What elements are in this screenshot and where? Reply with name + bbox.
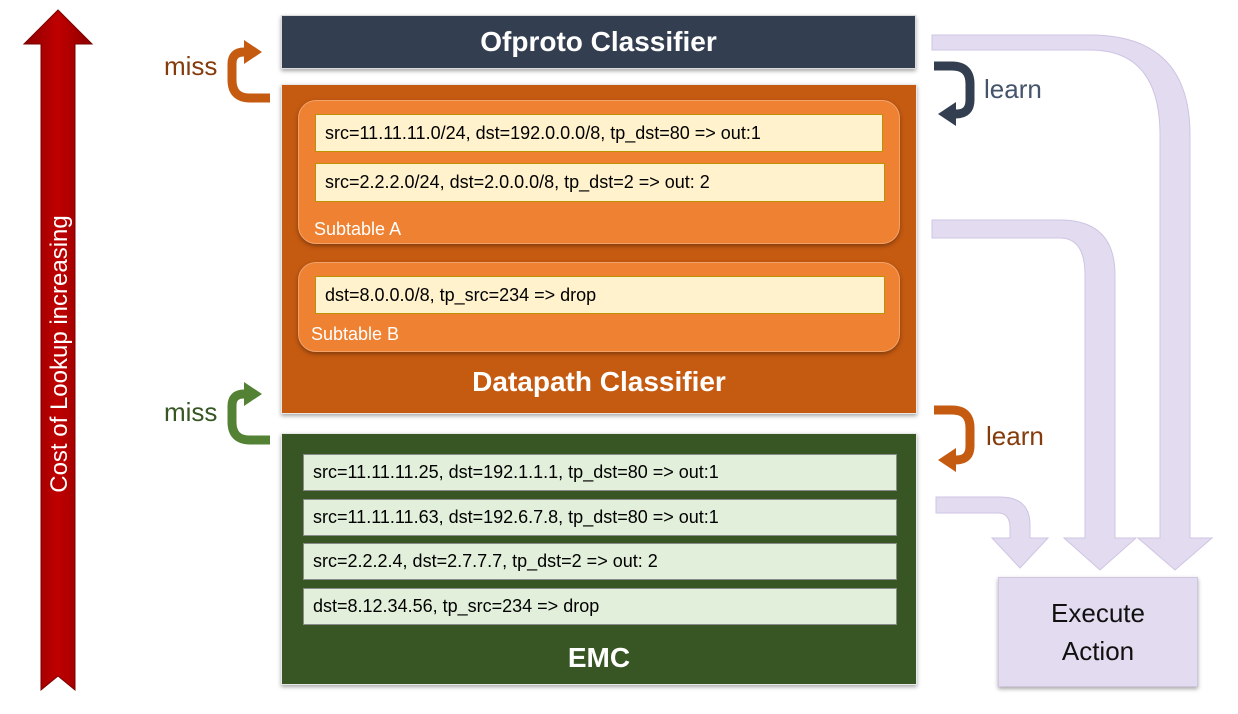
execute-action-box: Execute Action (998, 577, 1198, 687)
miss-arrow-top-icon (227, 40, 270, 103)
flow-arrow-ofproto-icon (931, 34, 1214, 571)
execute-action-line1: Execute (1051, 598, 1145, 628)
subtable-a-rule: src=2.2.2.0/24, dst=2.0.0.0/8, tp_dst=2 … (315, 163, 885, 202)
subtable-a-rule: src=11.11.11.0/24, dst=192.0.0.0/8, tp_d… (315, 114, 883, 152)
flow-arrow-emc-icon (935, 496, 1050, 569)
cost-of-lookup-label: Cost of Lookup increasing (46, 215, 73, 493)
learn-arrow-top-icon (934, 61, 975, 126)
miss-arrow-bottom-icon (227, 382, 270, 445)
learn-label-bottom: learn (986, 421, 1044, 451)
emc-rule: src=11.11.11.25, dst=192.1.1.1, tp_dst=8… (303, 454, 897, 491)
subtable-b-rule: dst=8.0.0.0/8, tp_src=234 => drop (315, 276, 885, 314)
miss-label-bottom: miss (164, 397, 218, 427)
emc-rule: src=2.2.2.4, dst=2.7.7.7, tp_dst=2 => ou… (303, 543, 897, 580)
miss-label-top: miss (164, 51, 218, 81)
learn-arrow-bottom-icon (934, 405, 975, 472)
subtable-b-label: Subtable B (311, 324, 400, 344)
subtable-a-label: Subtable A (314, 219, 402, 239)
learn-label-top: learn (984, 74, 1042, 104)
emc-title: EMC (567, 642, 631, 673)
datapath-classifier-title: Datapath Classifier (472, 366, 726, 397)
execute-action-line2: Action (1061, 636, 1135, 666)
ofproto-classifier-box: Ofproto Classifier (281, 15, 916, 69)
cost-arrow-icon (22, 9, 94, 692)
flow-arrows (931, 34, 1214, 571)
flow-arrow-datapath-icon (931, 219, 1138, 571)
ofproto-classifier-title: Ofproto Classifier (480, 26, 717, 57)
emc-rule: src=11.11.11.63, dst=192.6.7.8, tp_dst=8… (303, 499, 897, 536)
emc-rule: dst=8.12.34.56, tp_src=234 => drop (303, 588, 897, 625)
